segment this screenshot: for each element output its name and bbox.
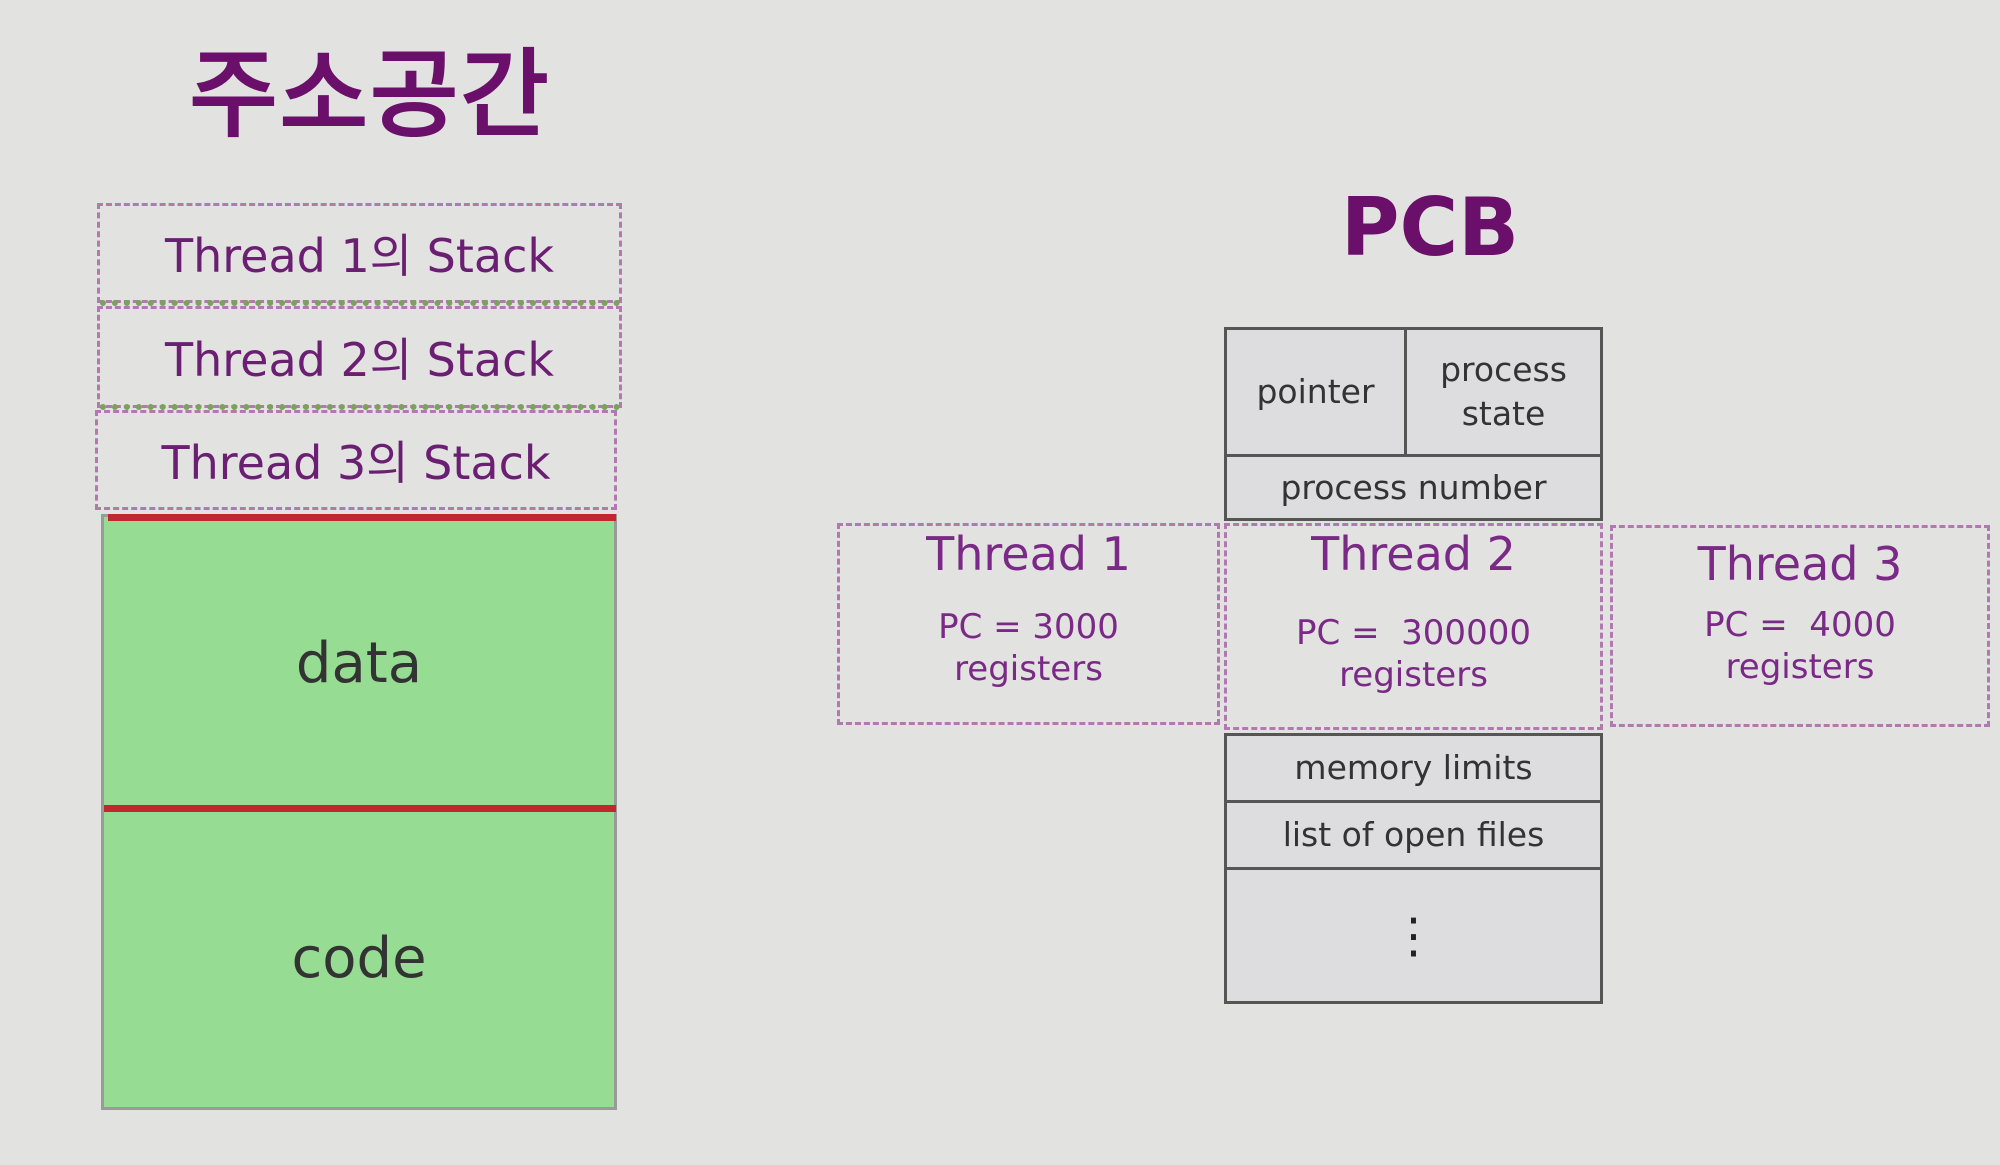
thread-2-context: Thread 2 PC = 300000 registers (1224, 523, 1603, 730)
pcb-process-state-cell: process state (1404, 327, 1603, 457)
pcb-ellipsis-cell: ⋮ (1224, 867, 1603, 1004)
pcb-title: PCB (1340, 181, 1520, 274)
thread-3-context: Thread 3 PC = 4000 registers (1610, 525, 1990, 727)
data-segment: data (101, 514, 617, 810)
stack-divider-1 (100, 300, 620, 306)
data-code-boundary (104, 805, 616, 812)
thread-2-stack: Thread 2의 Stack (97, 306, 622, 408)
thread-2-registers: registers (1339, 655, 1488, 695)
thread-1-name: Thread 1 (926, 527, 1131, 581)
ellipsis-icon: ⋮ (1389, 907, 1438, 964)
stack-divider-2 (100, 404, 620, 410)
pcb-memory-limits-cell: memory limits (1224, 733, 1603, 803)
pcb-pointer-cell: pointer (1224, 327, 1407, 457)
thread-1-registers: registers (954, 649, 1103, 689)
pcb-process-number-cell: process number (1224, 454, 1603, 521)
thread-1-stack: Thread 1의 Stack (97, 203, 622, 303)
pcb-open-files-cell: list of open files (1224, 800, 1603, 870)
thread-3-name: Thread 3 (1697, 537, 1903, 591)
thread-1-context: Thread 1 PC = 3000 registers (837, 523, 1220, 725)
thread-3-stack: Thread 3의 Stack (95, 410, 617, 510)
thread-3-pc: PC = 4000 (1704, 605, 1896, 645)
thread-1-pc: PC = 3000 (938, 607, 1119, 647)
address-space-title: 주소공간 (189, 39, 551, 151)
thread-2-name: Thread 2 (1311, 527, 1516, 581)
thread-3-registers: registers (1725, 647, 1875, 687)
code-segment: code (101, 810, 617, 1110)
thread-2-pc: PC = 300000 (1296, 613, 1531, 653)
stack-data-boundary (108, 514, 616, 521)
